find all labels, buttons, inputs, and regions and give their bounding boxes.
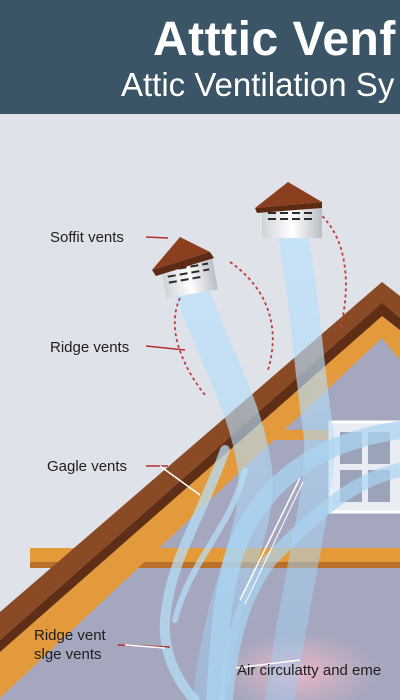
pointer-lines <box>124 465 301 669</box>
airflow-streams <box>159 215 400 700</box>
label-slge-vents: slge vents <box>34 646 102 663</box>
label-ridge-vents: Ridge vents <box>50 339 130 356</box>
guide-line <box>239 477 301 601</box>
page-subtitle: Attic Ventilation Sy <box>121 66 395 103</box>
page-title: Atttic Venf <box>153 13 396 66</box>
guide-line <box>244 481 304 605</box>
label-ridge-vent-group: Ridge vent slge vents <box>34 626 106 664</box>
beam-shadow <box>30 562 400 568</box>
label-soffit-vents: Soffit vents <box>50 229 124 246</box>
label-air-circulation: Air circulatty and eme <box>237 662 382 679</box>
attic-diagram <box>0 114 400 700</box>
roof-vent-cap-icon <box>255 182 322 238</box>
airflow-dashed-paths <box>173 211 347 396</box>
label-ridge-vent: Ridge vent <box>34 627 106 644</box>
header-banner: Atttic Venf Attic Ventilation Sy <box>0 0 400 114</box>
diagram-scene: Soffit vents Ridge vents Gagle vents Rid… <box>0 114 400 700</box>
roof-vent-cap-icon <box>152 237 218 299</box>
label-gable-vents: Gagle vents <box>47 458 128 475</box>
